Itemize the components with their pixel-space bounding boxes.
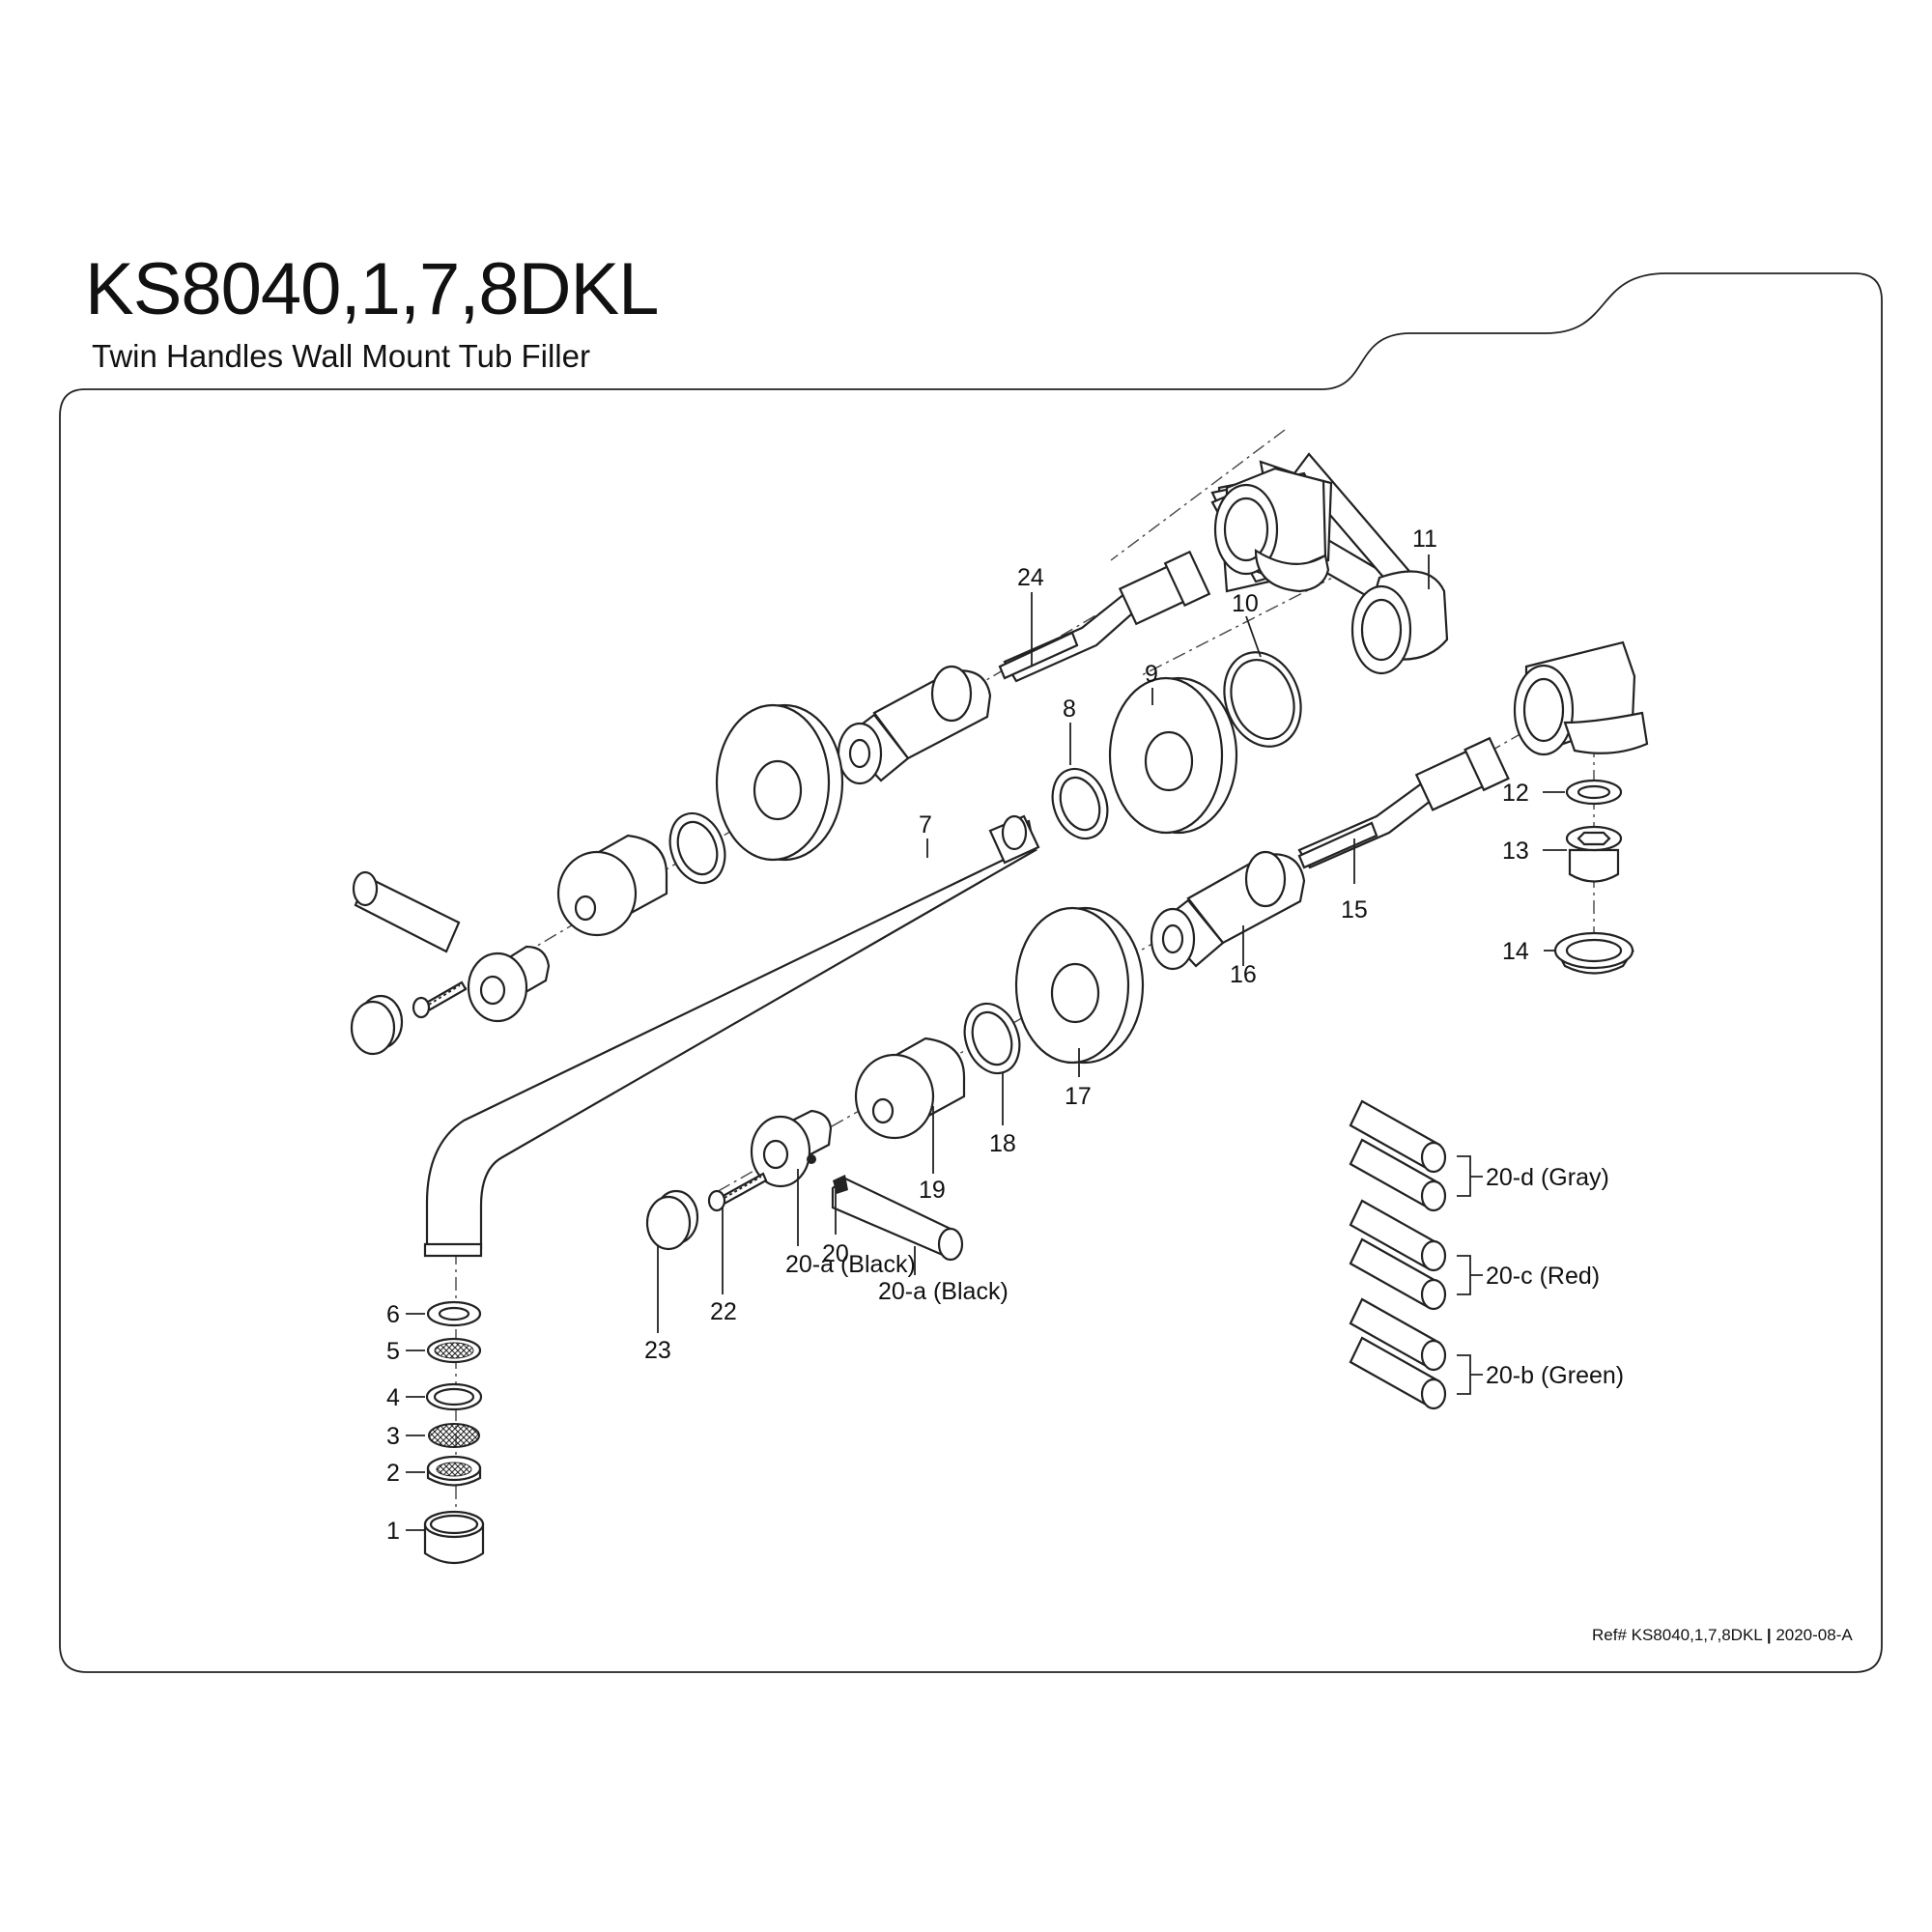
part-4-ring xyxy=(425,1382,483,1411)
part-16-stem-extension xyxy=(1150,850,1306,971)
callout-11: 11 xyxy=(1412,526,1437,553)
callout-14: 14 xyxy=(1502,938,1529,965)
part-7-spout xyxy=(423,814,1040,1258)
part-9-flange xyxy=(1108,676,1238,835)
callout-13: 13 xyxy=(1502,838,1529,865)
part-1-aerator-housing xyxy=(423,1510,485,1564)
callout-6: 6 xyxy=(386,1301,400,1328)
ref-prefix: Ref# KS8040,1,7,8DKL xyxy=(1592,1626,1767,1644)
page-subtitle: Twin Handles Wall Mount Tub Filler xyxy=(92,338,590,374)
callout-9: 9 xyxy=(1145,661,1158,688)
ref-separator: | xyxy=(1766,1626,1772,1644)
callout-16: 16 xyxy=(1230,961,1257,988)
part-14-nut xyxy=(1553,931,1635,975)
part-21-handle-hub xyxy=(750,1109,833,1188)
part-22-screw xyxy=(707,1172,768,1212)
callout-20-d: 20-d (Gray) xyxy=(1486,1164,1609,1191)
callout-2: 2 xyxy=(386,1460,400,1487)
handle-variants-20-c xyxy=(1349,1199,1483,1311)
part-handle-upper xyxy=(352,870,551,1023)
callout-5: 5 xyxy=(386,1338,400,1365)
part-15-cartridge xyxy=(1297,736,1510,869)
part-2-insert xyxy=(426,1455,482,1487)
callout-7: 7 xyxy=(919,811,932,838)
part-3-screen xyxy=(428,1423,480,1448)
callout-20: 20 xyxy=(822,1240,849,1267)
callout-15: 15 xyxy=(1341,896,1368,923)
part-screw-upper xyxy=(412,980,468,1019)
part-6-washer xyxy=(426,1300,482,1327)
handle-variants-20-b xyxy=(1349,1297,1483,1410)
callout-17: 17 xyxy=(1065,1083,1092,1110)
part-20-lever xyxy=(831,1175,964,1262)
callout-21: 20-a (Black) xyxy=(785,1251,916,1278)
callout-labels: 24 11 10 9 8 7 12 13 14 15 16 17 18 19 2… xyxy=(386,526,1624,1545)
part-13-adapter xyxy=(1565,825,1623,883)
part-10-o-ring xyxy=(1223,651,1302,748)
reference-number: Ref# KS8040,1,7,8DKL | 2020-08-A xyxy=(1592,1627,1853,1643)
part-flange-upper xyxy=(715,703,844,862)
part-cap-upper xyxy=(350,994,404,1056)
part-11-rough-in-valve-body xyxy=(1210,452,1649,756)
callout-24: 24 xyxy=(1017,564,1044,591)
callout-23: 23 xyxy=(644,1337,671,1364)
part-24-cartridge xyxy=(998,550,1211,683)
leader-lines xyxy=(406,554,1567,1531)
part-18-o-ring xyxy=(963,1002,1021,1075)
callout-10: 10 xyxy=(1232,590,1259,617)
callout-22: 22 xyxy=(710,1298,737,1325)
callout-18: 18 xyxy=(989,1130,1016,1157)
part-5-insert xyxy=(426,1337,482,1364)
callout-1: 1 xyxy=(386,1518,400,1545)
part-23-cap xyxy=(645,1189,699,1251)
callout-20-c: 20-c (Red) xyxy=(1486,1263,1600,1290)
diagram-frame xyxy=(59,272,1883,1673)
callout-4: 4 xyxy=(386,1384,400,1411)
part-12-washer xyxy=(1565,779,1623,806)
callout-19: 19 xyxy=(919,1177,946,1204)
part-handle-sleeve-upper xyxy=(556,834,668,937)
callout-20-b: 20-b (Green) xyxy=(1486,1362,1624,1389)
callout-3: 3 xyxy=(386,1423,400,1450)
part-19-handle-sleeve xyxy=(854,1037,966,1140)
part-8-o-ring xyxy=(1051,767,1109,840)
part-17-flange xyxy=(1014,906,1145,1065)
callout-12: 12 xyxy=(1502,780,1529,807)
page-title: KS8040,1,7,8DKL xyxy=(85,248,659,330)
ref-revision: 2020-08-A xyxy=(1771,1626,1853,1644)
part-stem-extension-upper xyxy=(837,665,992,785)
callout-8: 8 xyxy=(1063,696,1076,723)
part-o-ring-upper xyxy=(668,811,726,885)
handle-variants-20-d xyxy=(1349,1099,1483,1212)
callout-20-a: 20-a (Black) xyxy=(878,1278,1009,1305)
